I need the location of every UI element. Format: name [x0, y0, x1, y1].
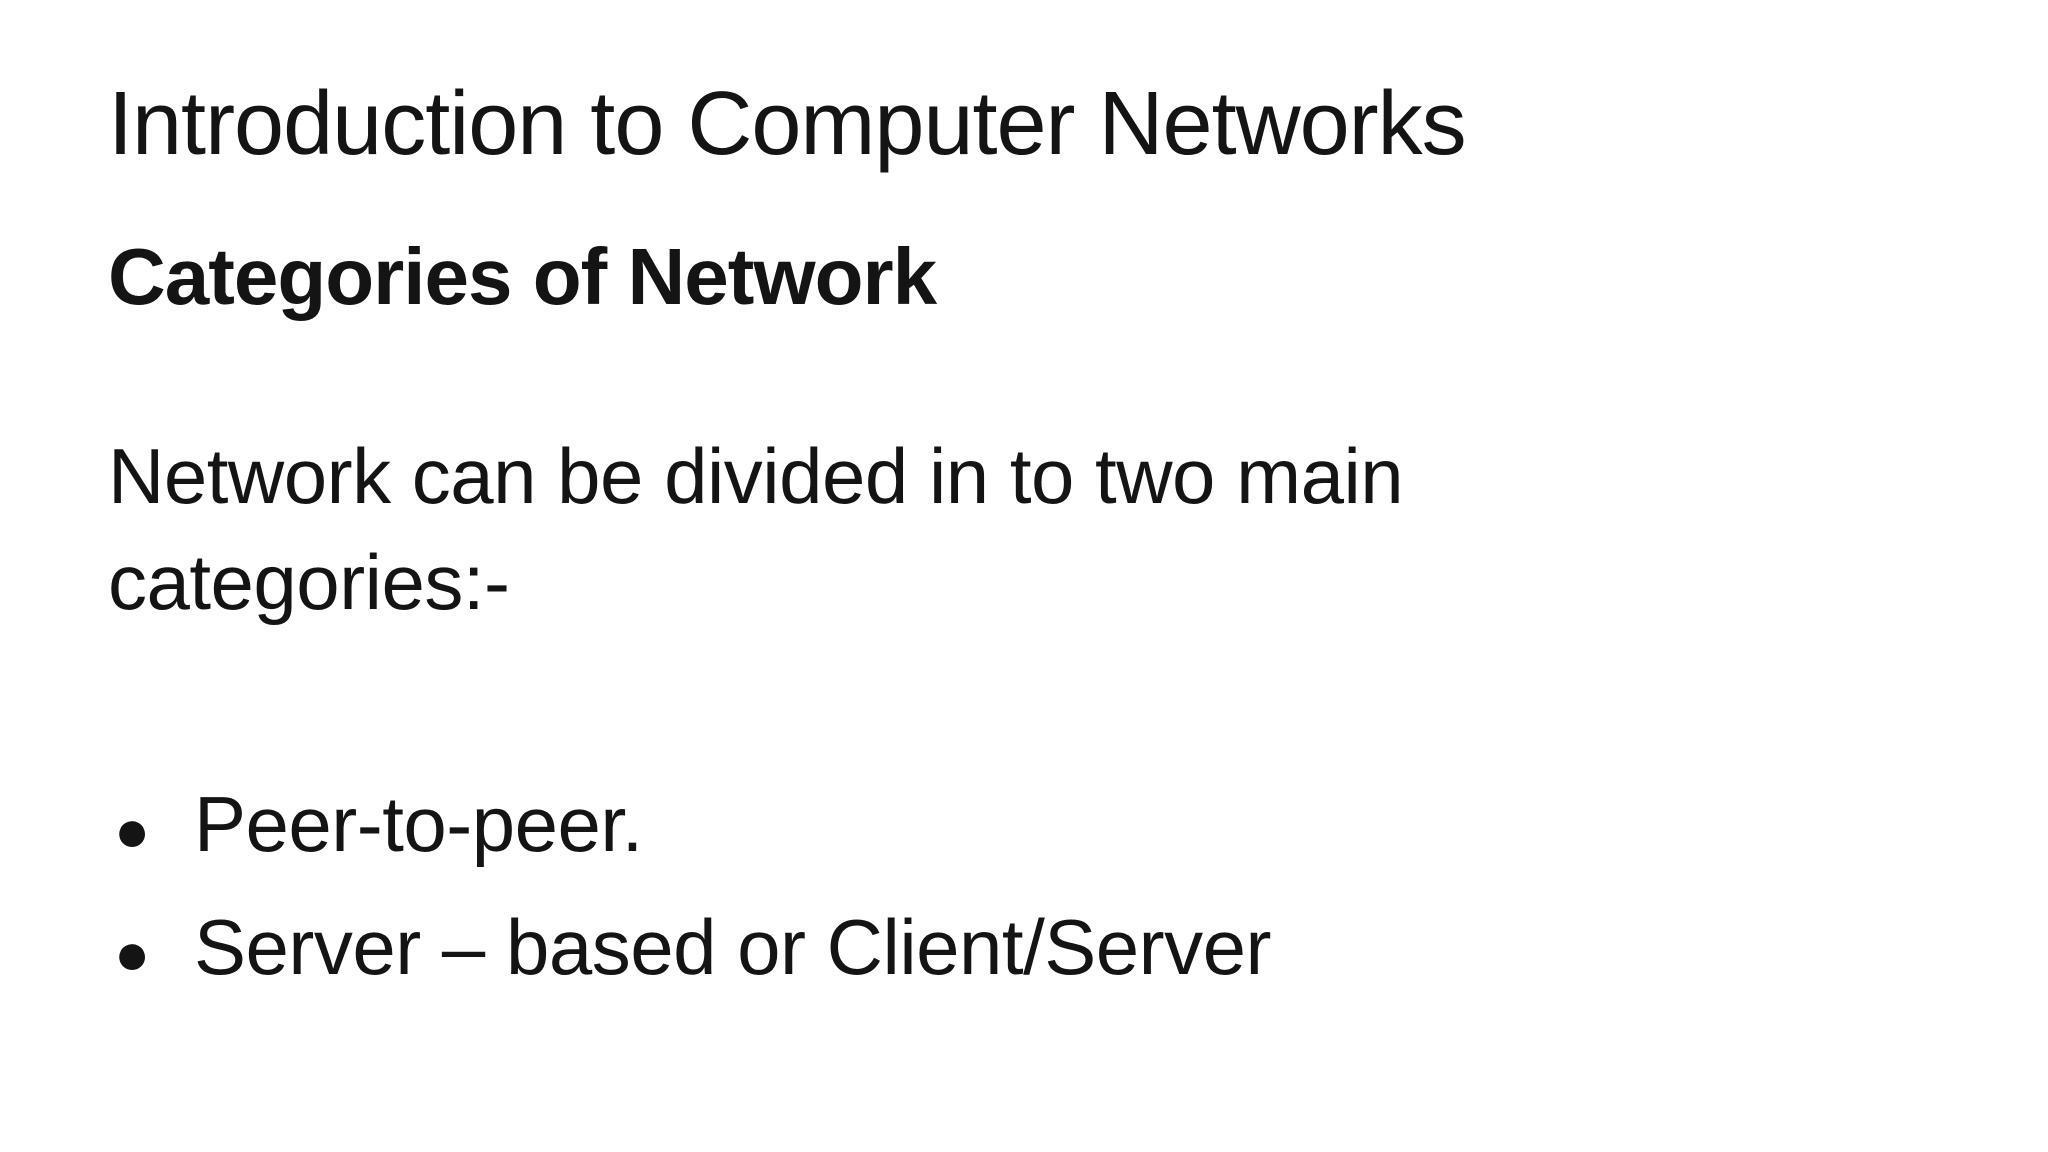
- bullet-item-label: Server – based or Client/Server: [194, 903, 1272, 992]
- bullet-icon: ●: [114, 796, 150, 864]
- list-item: ● Server – based or Client/Server: [108, 900, 1948, 995]
- paragraph-line-1: Network can be divided in to two main: [108, 431, 1404, 520]
- bullet-icon: ●: [114, 920, 150, 988]
- bullet-item-label: Peer-to-peer.: [194, 779, 643, 868]
- section-heading: Categories of Network: [108, 231, 937, 321]
- paragraph-line-2: categories:-: [108, 537, 510, 626]
- slide-title: Introduction to Computer Networks: [108, 74, 1467, 174]
- body-paragraph: Network can be divided in to two main ca…: [108, 423, 1948, 635]
- bullet-list: ● Peer-to-peer. ● Server – based or Clie…: [108, 777, 1948, 995]
- list-item: ● Peer-to-peer.: [108, 777, 1948, 872]
